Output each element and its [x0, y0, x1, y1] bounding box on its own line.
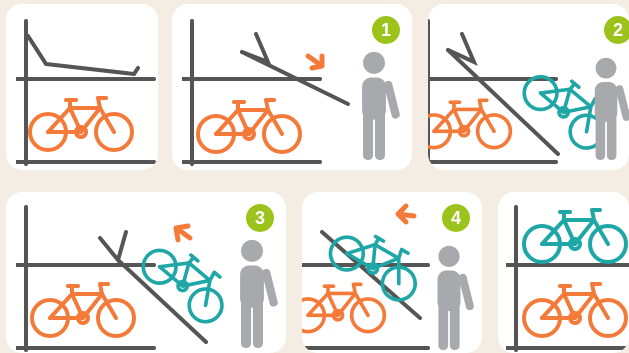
rack-diagram — [6, 4, 158, 170]
bicycle-icon — [32, 284, 134, 336]
person-icon — [438, 246, 475, 350]
rack-diagram — [6, 192, 286, 353]
person-icon — [362, 52, 401, 160]
tray-loaded — [100, 232, 206, 342]
step-badge: 4 — [442, 204, 470, 232]
panel-step-2: 2 — [428, 4, 629, 170]
rack-icon — [302, 207, 428, 350]
panel-final — [498, 192, 629, 353]
step-badge: 1 — [372, 16, 400, 44]
bicycle-icon — [198, 100, 300, 152]
rack-icon — [16, 21, 154, 164]
arrow-icon — [398, 206, 414, 222]
bicycle-icon-upper — [524, 210, 626, 262]
step-badge: 3 — [246, 204, 274, 232]
step-badge: 2 — [604, 16, 629, 44]
bicycle-icon — [428, 100, 510, 147]
panel-step-1: 1 — [172, 4, 412, 170]
person-icon — [240, 240, 279, 348]
bicycle-icon — [30, 98, 132, 150]
tray-lowering — [242, 34, 348, 104]
bicycle-icon — [302, 284, 384, 331]
rack-diagram — [498, 192, 629, 353]
bicycle-icon — [524, 284, 626, 336]
person-icon — [595, 58, 629, 160]
upper-tray — [28, 36, 138, 74]
bicycle-icon-loading — [137, 233, 238, 329]
panel-step-3: 3 — [6, 192, 286, 353]
arrow-icon — [176, 226, 190, 240]
panel-step-4: 4 — [302, 192, 482, 353]
panel-intro — [6, 4, 158, 170]
rack-diagram — [428, 4, 629, 170]
arrow-icon — [308, 56, 322, 68]
